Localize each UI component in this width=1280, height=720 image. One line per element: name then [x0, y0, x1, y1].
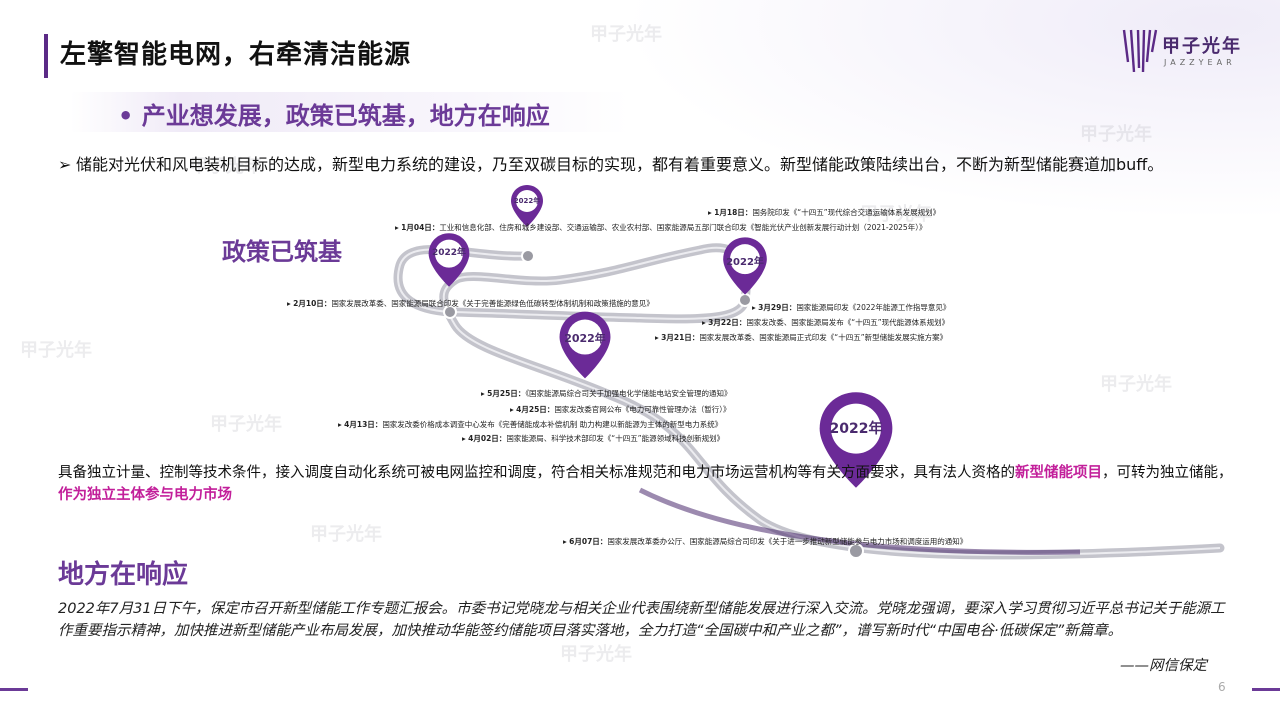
local-quote: 2022年7月31日下午，保定市召开新型储能工作专题汇报会。市委书记党晓龙与相关…: [58, 601, 1225, 639]
timeline-event: ▸ 4月25日：国家发改委官网公布《电力可靠性管理办法（暂行）》: [510, 405, 731, 414]
background-glow: [620, 0, 1280, 220]
page-number: 6: [1218, 680, 1226, 694]
quote-source: ——网信保定: [1120, 658, 1207, 674]
local-heading: 地方在响应: [58, 560, 189, 590]
pin-label: 2022年: [431, 248, 467, 258]
timeline-event: ▸ 6月07日：国家发展改革委办公厅、国家能源局综合司印发《关于进一步推动新型储…: [563, 537, 968, 546]
footer-accent-left: [0, 688, 28, 691]
watermark: 甲子光年: [210, 414, 282, 435]
timeline-event: ▸ 4月13日：国家发改委价格成本调查中心发布《完善储能成本补偿机制 助力构建以…: [338, 420, 723, 429]
timeline-event: ▸ 1月18日：国务院印发《“十四五”现代综合交通运输体系发展规划》: [708, 208, 941, 217]
watermark: 甲子光年: [310, 524, 382, 545]
intro-paragraph: ➢储能对光伏和风电装机目标的达成，新型电力系统的建设，乃至双碳目标的实现，都有着…: [58, 150, 1238, 179]
independent-storage-paragraph: 具备独立计量、控制等技术条件，接入调度自动化系统可被电网监控和调度，符合相关标准…: [58, 462, 1238, 506]
event-text: 《国家能源局综合司关于加强电化学储能电站安全管理的通知》: [525, 389, 732, 398]
timeline-event: ▸ 5月25日：《国家能源局综合司关于加强电化学储能电站安全管理的通知》: [481, 389, 732, 398]
timeline-event: ▸ 1月04日：工业和信息化部、住房和城乡建设部、交通运输部、农业农村部、国家能…: [395, 223, 927, 232]
event-text: 国家发改委价格成本调查中心发布《完善储能成本补偿机制 助力构建以新能源为主体的新…: [382, 420, 723, 429]
timeline-pin: 2022年: [557, 310, 613, 384]
event-text: 国家发改委官网公布《电力可靠性管理办法（暂行）》: [554, 405, 731, 414]
watermark: 甲子光年: [1080, 124, 1152, 145]
event-text: 国家发展改革委办公厅、国家能源局综合司印发《关于进一步推动新型储能参与电力市场和…: [607, 537, 968, 546]
event-date: 4月25日：: [516, 405, 555, 414]
event-date: 1月18日：: [714, 208, 753, 217]
timeline-event: ▸ 3月22日：国家发改委、国家能源局发布《“十四五”现代能源体系规划》: [702, 318, 950, 327]
watermark: 甲子光年: [20, 340, 92, 361]
event-date: 3月29日：: [758, 303, 797, 312]
pin-label: 2022年: [726, 257, 764, 268]
event-text: 国家能源局印发《2022年能源工作指导意见》: [796, 303, 951, 312]
event-date: 5月25日：: [487, 389, 526, 398]
highlight-new-storage: 新型储能项目: [1015, 465, 1102, 481]
event-text: 工业和信息化部、住房和城乡建设部、交通运输部、农业农村部、国家能源局五部门联合印…: [439, 223, 927, 232]
title-accent-bar: [44, 34, 48, 78]
watermark: 甲子光年: [860, 204, 932, 225]
intro-text: 储能对光伏和风电装机目标的达成，新型电力系统的建设，乃至双碳目标的实现，都有着重…: [76, 155, 1164, 174]
event-text: 国家发展改革委、国家能源局联合印发《关于完善能源绿色低碳转型体制机制和政策措施的…: [331, 299, 654, 308]
logo-name-en: JAZZYEAR: [1164, 58, 1236, 67]
timeline-event: ▸ 3月29日：国家能源局印发《2022年能源工作指导意见》: [752, 303, 951, 312]
body-text: ，可转为独立储能，: [1102, 465, 1233, 481]
timeline-pin: 2022年: [721, 236, 769, 300]
bullet-arrow-icon: ➢: [58, 155, 72, 174]
logo-name-cn: 甲子光年: [1162, 36, 1242, 57]
watermark: 甲子光年: [590, 24, 662, 45]
page-title: 左擎智能电网，右牵清洁能源: [60, 40, 412, 70]
event-text: 国务院印发《“十四五”现代综合交通运输体系发展规划》: [752, 208, 941, 217]
event-date: 6月07日：: [569, 537, 608, 546]
subtitle: • 产业想发展，政策已筑基，地方在响应: [118, 102, 550, 130]
event-text: 国家发展改革委、国家能源局正式印发《“十四五”新型储能发展实施方案》: [699, 333, 948, 342]
event-date: 3月21日：: [661, 333, 700, 342]
subtitle-band: [70, 92, 630, 132]
event-date: 4月13日：: [344, 420, 383, 429]
timeline-pin: 2022年: [427, 232, 471, 292]
event-date: 4月02日：: [468, 434, 507, 443]
timeline-event: ▸ 2月10日：国家发展改革委、国家能源局联合印发《关于完善能源绿色低碳转型体制…: [287, 299, 654, 308]
event-date: 1月04日：: [401, 223, 440, 232]
timeline-event: ▸ 4月02日：国家能源局、科学技术部印发《“十四五”能源领域科技创新规划》: [462, 434, 725, 443]
watermark: 甲子光年: [560, 644, 632, 665]
timeline-pin: 2022年: [510, 184, 544, 232]
footer-accent-right: [1252, 688, 1280, 691]
policy-heading: 政策已筑基: [222, 238, 342, 266]
pin-label: 2022年: [513, 197, 541, 205]
logo-icon: [1122, 28, 1158, 76]
highlight-market: 作为独立主体参与电力市场: [58, 487, 232, 503]
event-text: 国家能源局、科学技术部印发《“十四五”能源领域科技创新规划》: [506, 434, 725, 443]
watermark: 甲子光年: [1100, 374, 1172, 395]
body-text: 具备独立计量、控制等技术条件，接入调度自动化系统可被电网监控和调度，符合相关标准…: [58, 465, 1015, 481]
event-date: 3月22日：: [708, 318, 747, 327]
pin-label: 2022年: [829, 421, 883, 437]
timeline-pin: 2022年: [816, 390, 896, 494]
timeline-event: ▸ 3月21日：国家发展改革委、国家能源局正式印发《“十四五”新型储能发展实施方…: [655, 333, 948, 342]
pin-label: 2022年: [564, 332, 606, 345]
event-text: 国家发改委、国家能源局发布《“十四五”现代能源体系规划》: [746, 318, 950, 327]
watermark: 甲子光年: [190, 156, 262, 177]
event-date: 2月10日：: [293, 299, 332, 308]
